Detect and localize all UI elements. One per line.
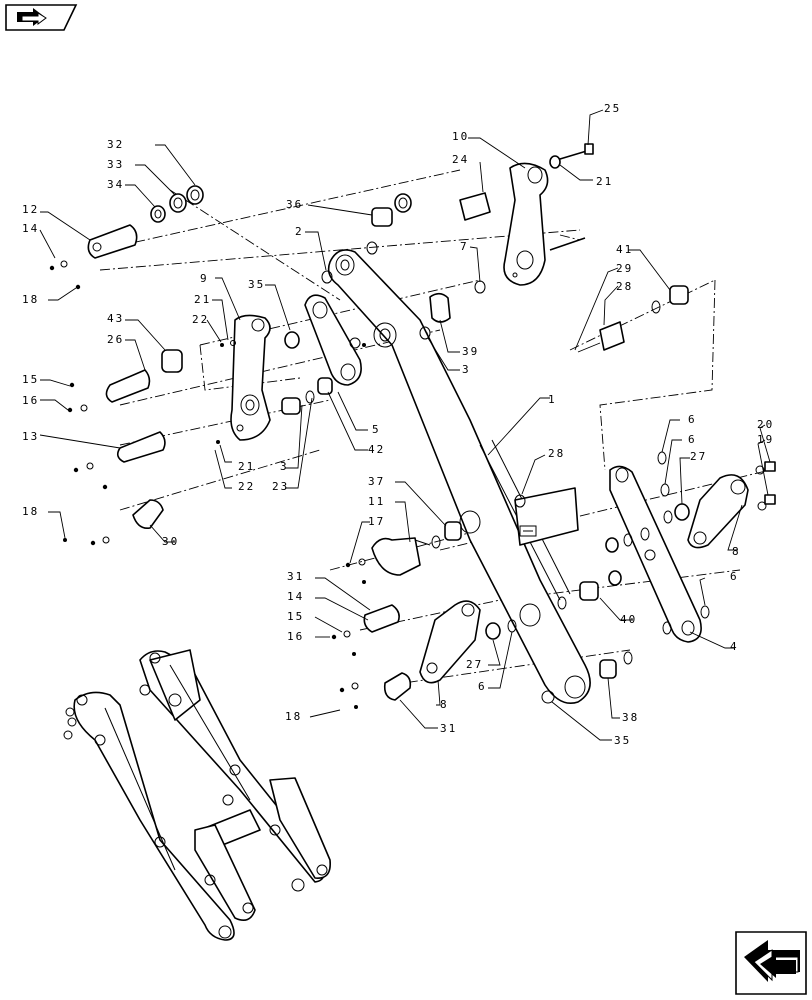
callout-42: 42 (368, 443, 385, 456)
callout-20: 20 (757, 418, 774, 431)
callout-8: 8 (732, 545, 741, 558)
plate-10 (503, 162, 549, 286)
callout-3: 3 (462, 363, 471, 376)
callout-15: 15 (22, 373, 39, 386)
fasteners (49, 260, 366, 709)
callout-21: 21 (596, 175, 613, 188)
plate-9 (230, 314, 271, 441)
callout-24: 24 (452, 153, 469, 166)
assembled-view (63, 649, 332, 941)
callout-7: 7 (460, 240, 469, 253)
callout-43: 43 (107, 312, 124, 325)
callout-5: 5 (372, 423, 381, 436)
callout-18: 18 (22, 293, 39, 306)
callout-31b: 31 (440, 722, 457, 735)
callout-16b: 16 (287, 630, 304, 643)
callout-38: 38 (622, 711, 639, 724)
cylinder-stub (514, 487, 579, 546)
callout-39: 39 (462, 345, 479, 358)
callout-6d: 6 (478, 680, 487, 693)
callout-12: 12 (22, 203, 39, 216)
callout-30: 30 (162, 535, 179, 548)
callout-25: 25 (604, 102, 621, 115)
callout-13: 13 (22, 430, 39, 443)
arrow-left-icon (744, 940, 800, 982)
pins-and-bushings (87, 143, 776, 704)
callout-18c: 18 (285, 710, 302, 723)
callout-2: 2 (295, 225, 304, 238)
callout-18b: 18 (22, 505, 39, 518)
callout-28b: 28 (548, 447, 565, 460)
callout-1: 1 (548, 393, 557, 406)
callout-14b: 14 (287, 590, 304, 603)
callout-9: 9 (200, 272, 209, 285)
plate-8-right (687, 474, 749, 549)
callout-3b: 3 (280, 460, 289, 473)
callout-21b: 21 (194, 293, 211, 306)
callout-11: 11 (368, 495, 385, 508)
link-4 (609, 465, 702, 643)
leader-lines (39, 109, 771, 741)
callout-32: 32 (107, 138, 124, 151)
callout-27: 27 (690, 450, 707, 463)
callout-17: 17 (368, 515, 385, 528)
callout-21c: 21 (238, 460, 255, 473)
callout-22b: 22 (238, 480, 255, 493)
plate-8-lower (419, 600, 481, 684)
callout-23: 23 (272, 480, 289, 493)
callout-41: 41 (616, 243, 633, 256)
callout-27b: 27 (466, 658, 483, 671)
callout-8b: 8 (440, 698, 449, 711)
callout-31: 31 (287, 570, 304, 583)
callout-6a: 6 (688, 413, 697, 426)
callout-16: 16 (22, 394, 39, 407)
callout-28: 28 (616, 280, 633, 293)
callout-35: 35 (248, 278, 265, 291)
callout-6c: 6 (730, 570, 739, 583)
callout-36: 36 (286, 198, 303, 211)
callout-4: 4 (730, 640, 739, 653)
callout-22: 22 (192, 313, 209, 326)
callout-29: 29 (616, 262, 633, 275)
callout-35b: 35 (614, 734, 631, 747)
callout-19: 19 (757, 433, 774, 446)
callout-26: 26 (107, 333, 124, 346)
callout-33: 33 (107, 158, 124, 171)
callout-40: 40 (620, 613, 637, 626)
callout-15b: 15 (287, 610, 304, 623)
arrow-right-icon (17, 8, 47, 26)
callout-14: 14 (22, 222, 39, 235)
link-5 (304, 294, 362, 386)
callout-37: 37 (368, 475, 385, 488)
callout-labels: 25 10 24 21 32 33 34 36 12 14 18 2 7 41 … (22, 102, 774, 747)
callout-34: 34 (107, 178, 124, 191)
callout-6b: 6 (688, 433, 697, 446)
nav-forward-button[interactable] (5, 4, 78, 31)
nav-back-button[interactable] (735, 931, 807, 995)
callout-10: 10 (452, 130, 469, 143)
